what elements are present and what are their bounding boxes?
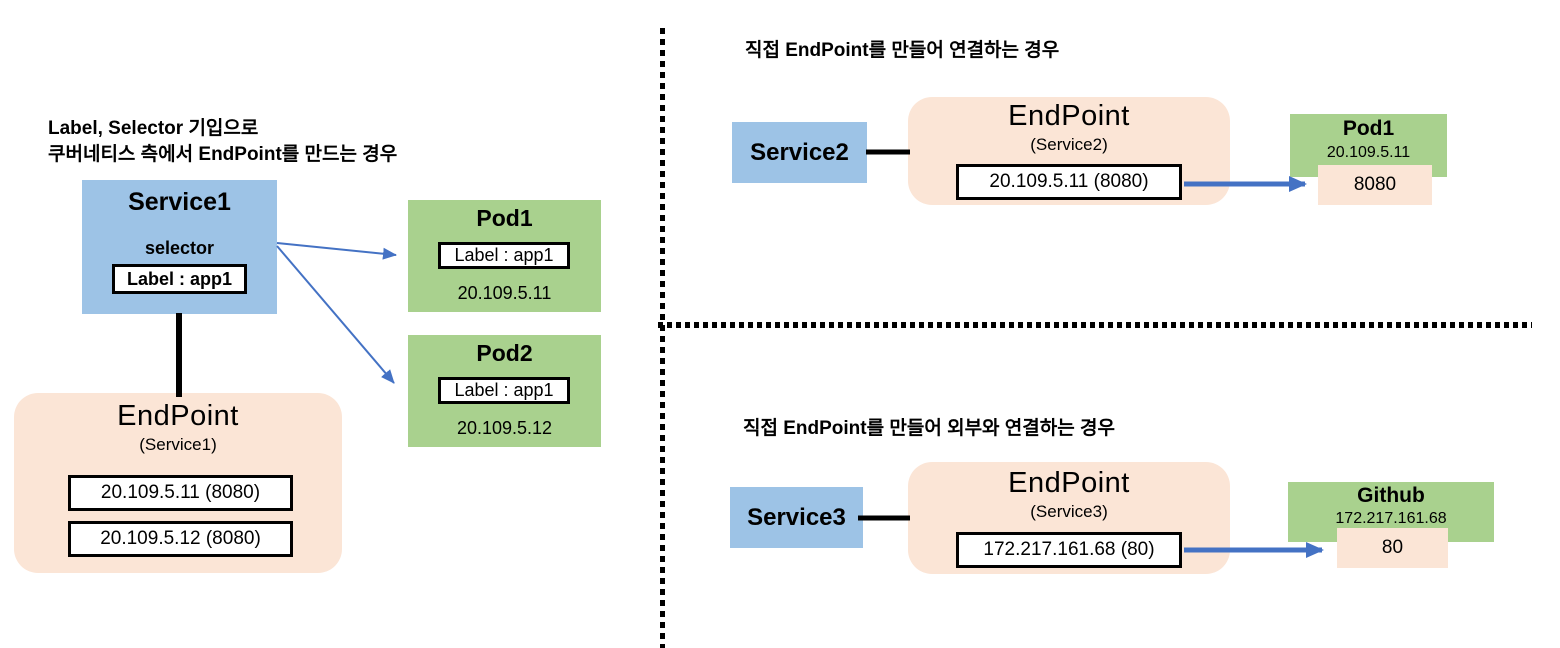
endpoint3-entry: 172.217.161.68 (80) [956,532,1182,568]
service1-title: Service1 [128,188,231,216]
pod2-label-chip: Label : app1 [438,377,570,404]
left-heading-line1: Label, Selector 기입으로 [48,118,259,139]
pod2-ip: 20.109.5.12 [456,418,553,438]
pod1-right-ip: 20.109.5.11 [1326,144,1411,161]
github-port-box: 80 [1337,528,1448,568]
bottom-right-heading: 직접 EndPoint를 만들어 외부와 연결하는 경우 [743,416,1115,442]
vertical-dotted-divider [660,28,665,648]
endpoint1-entry-1: 20.109.5.11 (8080) [68,475,293,511]
github-title: Github [1357,484,1425,507]
endpoint1-box: EndPoint (Service1) 20.109.5.11 (8080) 2… [14,393,342,573]
endpoint2-subtitle: (Service2) [1030,135,1108,154]
service1-selector-label: selector [144,238,215,258]
github-box: Github 172.217.161.68 [1288,482,1494,542]
pod1-ip: 20.109.5.11 [457,283,552,303]
service3-box: Service3 [730,487,863,548]
pod2-box: Pod2 Label : app1 20.109.5.12 [408,335,601,447]
bottom-right-heading-text: 직접 EndPoint를 만들어 외부와 연결하는 경우 [743,418,1115,439]
pod1-box: Pod1 Label : app1 20.109.5.11 [408,200,601,312]
service1-to-pod1-arrow [276,242,397,260]
top-right-heading-text: 직접 EndPoint를 만들어 연결하는 경우 [745,40,1060,61]
endpoint1-title: EndPoint [117,400,239,432]
service3-title: Service3 [747,503,846,531]
service1-label-chip: Label : app1 [112,264,247,294]
service1-box: Service1 selector Label : app1 [82,180,277,314]
left-section-heading: Label, Selector 기입으로 쿠버네티스 측에서 EndPoint를… [48,116,397,168]
pod2-title: Pod2 [476,340,533,366]
github-ip: 172.217.161.68 [1335,510,1447,527]
endpoint2-entry: 20.109.5.11 (8080) [956,164,1182,200]
left-heading-line2: 쿠버네티스 측에서 EndPoint를 만드는 경우 [48,144,398,165]
endpoint1-entry-2: 20.109.5.12 (8080) [68,521,293,557]
pod1-right-port-box: 8080 [1318,165,1432,205]
endpoint1-subtitle: (Service1) [139,435,217,454]
horizontal-dotted-divider [658,322,1532,328]
endpoint2-title: EndPoint [1008,100,1130,132]
service1-to-pod2-arrow [276,245,395,384]
pod1-label-chip: Label : app1 [438,242,570,269]
endpoint3-title: EndPoint [1008,467,1130,499]
service2-title: Service2 [750,138,849,166]
endpoint2-box: EndPoint (Service2) 20.109.5.11 (8080) [908,97,1230,205]
endpoint3-box: EndPoint (Service3) 172.217.161.68 (80) [908,462,1230,574]
pod1-right-title: Pod1 [1342,117,1395,140]
service2-box: Service2 [732,122,867,183]
top-right-heading: 직접 EndPoint를 만들어 연결하는 경우 [745,38,1059,64]
pod1-title: Pod1 [476,205,533,231]
endpoint3-subtitle: (Service3) [1030,502,1108,521]
